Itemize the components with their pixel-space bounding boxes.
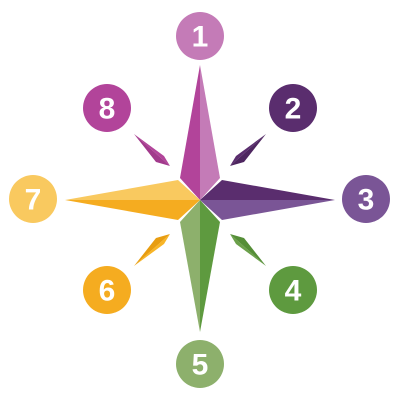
arm-southeast-shade xyxy=(230,234,266,266)
arm-south-left xyxy=(180,200,200,332)
node-2-circle xyxy=(269,84,317,132)
node-3-label: 3 xyxy=(358,184,375,217)
node-6: 6 xyxy=(83,266,131,314)
node-1-label: 1 xyxy=(192,21,209,54)
arm-northeast-shade xyxy=(230,134,266,166)
node-3: 3 xyxy=(342,175,390,223)
arm-north-left xyxy=(180,65,200,200)
node-1-circle xyxy=(176,12,224,60)
node-6-circle xyxy=(83,266,131,314)
arm-south-right xyxy=(200,200,220,332)
node-7-circle xyxy=(9,175,57,223)
node-7-label: 7 xyxy=(25,184,42,217)
arm-west-top xyxy=(65,180,200,200)
node-3-circle xyxy=(342,175,390,223)
node-8-circle xyxy=(83,84,131,132)
arm-east-bottom xyxy=(200,200,335,220)
node-2-label: 2 xyxy=(285,93,302,126)
node-1: 1 xyxy=(176,12,224,60)
node-7: 7 xyxy=(9,175,57,223)
node-4-circle xyxy=(269,266,317,314)
node-8-label: 8 xyxy=(99,93,116,126)
node-5-circle xyxy=(176,340,224,388)
arm-east-top xyxy=(200,180,335,200)
arm-west-bottom xyxy=(65,200,200,220)
node-4-label: 4 xyxy=(285,275,302,308)
node-6-label: 6 xyxy=(99,275,116,308)
node-8: 8 xyxy=(83,84,131,132)
node-5: 5 xyxy=(176,340,224,388)
arm-northwest-shade xyxy=(134,134,170,166)
diagonal-arms xyxy=(134,134,266,266)
node-2: 2 xyxy=(269,84,317,132)
node-4: 4 xyxy=(269,266,317,314)
cardinal-arms xyxy=(65,65,335,332)
node-5-label: 5 xyxy=(192,349,209,382)
arm-southwest-shade xyxy=(134,234,170,266)
arm-north-right xyxy=(200,65,220,200)
